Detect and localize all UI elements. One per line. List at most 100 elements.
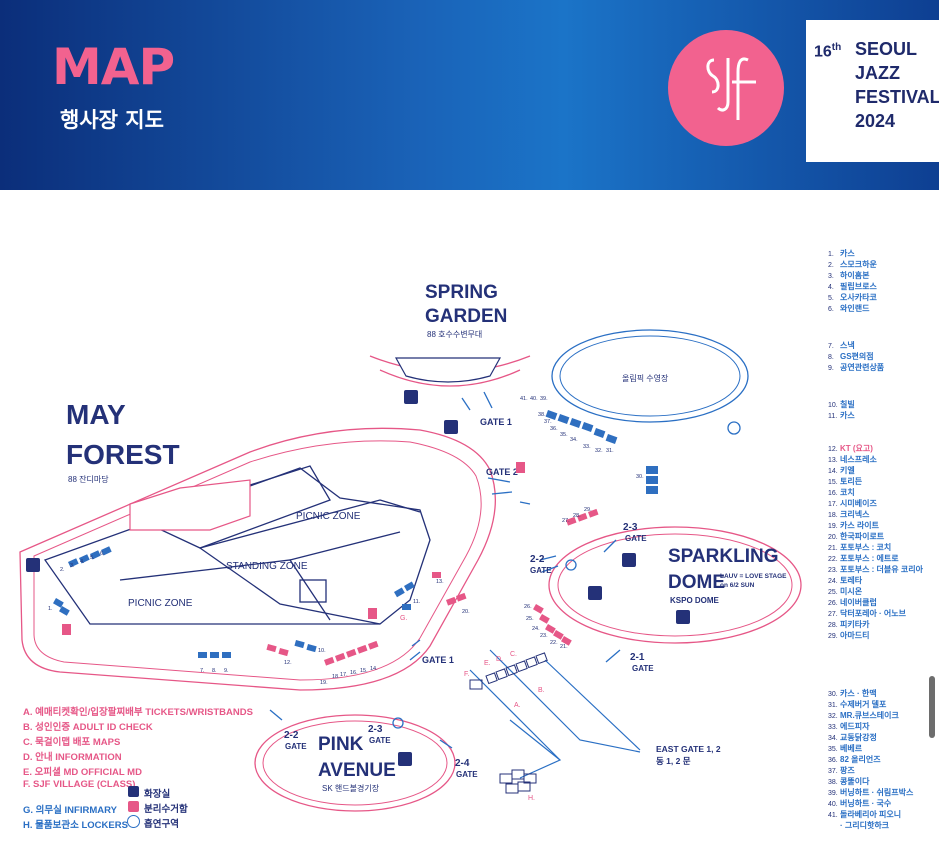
restroom-legend-icon (128, 786, 139, 797)
standing-zone-label: STANDING ZONE (226, 561, 308, 572)
booth-list-item: 29.아마드티 (828, 631, 870, 640)
svg-text:8.: 8. (212, 668, 217, 674)
svg-text:D.: D. (496, 656, 503, 663)
smoking-legend-icon (127, 815, 140, 828)
legend-restroom: 화장실 (144, 789, 171, 800)
booth-list-item: 7.스낵 (828, 341, 855, 350)
svg-text:36.: 36. (550, 426, 558, 432)
svg-text:1.: 1. (48, 606, 53, 612)
sparkling-dome-inner (557, 533, 793, 637)
legend-d: D. 안내 INFORMATION (23, 752, 122, 763)
gate-2-2-word: GATE (530, 566, 552, 575)
venue-map: SPRING GARDEN 88 호수수변무대 MAY FOREST 88 잔디… (19, 282, 802, 812)
svg-text:34.: 34. (570, 437, 578, 443)
info-icon-dome (565, 559, 577, 571)
svg-text:24.: 24. (532, 626, 540, 632)
sparkling-dome-outer (548, 526, 802, 644)
header-banner: MAP 행사장 지도 16th SEOUL JAZZ FESTIVAL 2024 (0, 0, 939, 190)
gate-2: GATE 2 (486, 467, 518, 477)
restroom-icons (26, 390, 690, 766)
legend-c: C. 묵걸이맵 배포 MAPS (23, 737, 121, 748)
zone-lines (43, 465, 431, 625)
booth-list-item: 9.공연관련상품 (828, 363, 885, 372)
svg-text:F.: F. (464, 671, 470, 678)
festival-line-3: FESTIVAL (855, 87, 939, 107)
booth-list-item: 34.교동닭강정 (828, 733, 877, 742)
booth-list-item: 14.키엘 (828, 466, 855, 475)
pink-avenue-outer (254, 714, 456, 812)
svg-text:11.: 11. (413, 599, 421, 605)
svg-text:19.: 19. (320, 680, 328, 686)
booth-list-item: 11.카스 (828, 411, 855, 420)
pink-avenue-inner (262, 720, 448, 806)
svg-text:17.: 17. (340, 672, 348, 678)
legend-h: H. 물품보관소 LOCKERS (23, 820, 128, 831)
gate-2-4-num: 2-4 (455, 758, 470, 769)
svg-text:A.: A. (514, 702, 521, 709)
legend-g: G. 의무실 INFIRMARY (23, 805, 117, 816)
booth-list-item: 2.스모크하운 (828, 260, 877, 269)
svg-text:E.: E. (484, 660, 491, 667)
svg-text:25.: 25. (526, 616, 534, 622)
booths-blue (52, 410, 658, 658)
svg-text:37.: 37. (544, 419, 552, 425)
gate-2-3b-word: GATE (369, 736, 391, 745)
gate-2-2b-num: 2-2 (284, 730, 299, 741)
legend-b: B. 성인인증 ADULT ID CHECK (23, 722, 153, 733)
page-subtitle: 행사장 지도 (60, 108, 164, 132)
booth-list-item: 31.수제버거 델포 (828, 700, 887, 709)
sparkling-dome-stage-2: on 6/2 SUN (720, 582, 755, 589)
svg-text:C.: C. (510, 651, 517, 658)
festival-badge (806, 20, 939, 162)
booth-list-item: 5.오사카타코 (828, 293, 877, 302)
festival-line-1: SEOUL (855, 39, 918, 59)
spring-garden-stage (394, 357, 502, 383)
svg-text:18.: 18. (332, 674, 340, 680)
east-gate-label: EAST GATE 1, 2 (656, 744, 721, 754)
may-forest-outline (19, 427, 496, 691)
gate-2-1-word: GATE (632, 664, 654, 673)
walkway-lines (469, 649, 641, 779)
may-forest-sub: 88 잔디마당 (68, 474, 109, 484)
svg-text:6.: 6. (100, 551, 105, 557)
may-forest-label-1: MAY (66, 399, 126, 430)
booths-pink (62, 462, 599, 666)
booth-list-item: 1.카스 (828, 249, 855, 258)
svg-text:29.: 29. (584, 507, 592, 513)
pink-avenue-label-1: PINK (318, 734, 364, 755)
svg-text:38.: 38. (538, 412, 546, 418)
spring-garden-sub: 88 호수수변무대 (427, 329, 482, 339)
olympic-pool-outer (551, 329, 749, 423)
booth-list-item: 19.카스 라이트 (828, 521, 880, 530)
svg-text:3.: 3. (70, 563, 75, 569)
booth-list-item: 33.에드피자 (828, 722, 870, 731)
festival-line-4: 2024 (855, 111, 896, 131)
sjf-logo-mark (706, 57, 756, 120)
svg-text:20.: 20. (462, 609, 470, 615)
picnic-zone-label-1: PICNIC ZONE (296, 511, 361, 522)
may-forest-stage (129, 479, 251, 531)
svg-text:B.: B. (538, 687, 545, 694)
scrollbar[interactable] (929, 676, 935, 738)
booth-list-item: 3.하이홈본 (828, 271, 870, 280)
festival-line-2: JAZZ (855, 63, 900, 83)
svg-text:28.: 28. (573, 513, 581, 519)
spring-garden-label-2: GARDEN (425, 306, 507, 327)
picnic-zone-label-2: PICNIC ZONE (128, 598, 193, 609)
booth-list-item: 40.버닝하트 · 국수 (828, 799, 892, 808)
booth-list-item: 15.토리든 (828, 477, 863, 486)
legend-e: E. 오피셜 MD OFFICIAL MD (23, 767, 142, 778)
village-stalls (469, 652, 548, 794)
svg-text:22.: 22. (550, 640, 558, 646)
smoking-area-icon (727, 421, 741, 435)
booth-list-item: 37.팡즈 (828, 766, 855, 775)
gate-2-3-word: GATE (625, 534, 647, 543)
sparkling-dome-label-1: SPARKLING (668, 546, 778, 567)
legend-smoking: 흡연구역 (144, 819, 179, 830)
may-forest-label-2: FOREST (66, 439, 180, 470)
svg-text:33.: 33. (583, 444, 591, 450)
booth-list-item: 27.닥터포레아 · 어노브 (828, 609, 906, 618)
svg-text:4.: 4. (80, 559, 85, 565)
booth-list-item: 36.82 올리언즈 (828, 755, 881, 764)
booth-list-item: 17.시미베이즈 (828, 499, 877, 508)
